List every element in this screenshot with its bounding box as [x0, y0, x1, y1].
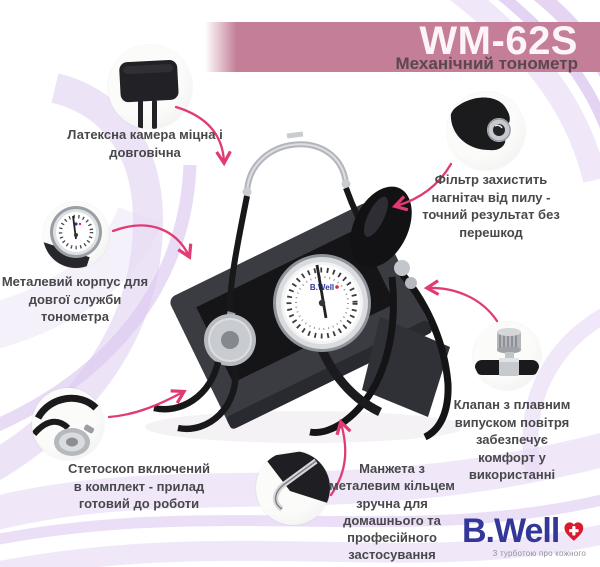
release-valve-icon [475, 328, 539, 376]
callout-photo-release-valve [473, 322, 541, 390]
gauge-needle [315, 264, 328, 319]
dust-filter-icon [450, 97, 511, 151]
callout-photo-latex-chamber [108, 45, 192, 129]
cuff-roll [362, 317, 450, 417]
callout-photo-dust-filter [447, 92, 525, 170]
callout-photo-metal-gauge [43, 202, 109, 268]
brand-tagline: З турботою про кожного [492, 549, 586, 558]
callout-photo-stethoscope [32, 388, 104, 460]
brand-logo: B.Well З турботою про кожного [462, 514, 586, 558]
feature-label-latex: Латексна камера міцна і довговічна [67, 127, 223, 160]
metal-gauge-icon [43, 206, 102, 268]
latex-chamber-icon [119, 59, 179, 129]
brand-logo-row: B.Well [462, 514, 586, 548]
product-subtitle: Механічний тонометр [395, 54, 578, 73]
chest-piece [204, 311, 256, 366]
heart-cross-icon [564, 521, 584, 541]
brand-name: B.Well [462, 512, 560, 550]
feature-label-metal-body: Металевий корпус для довгої служби тоном… [1, 274, 149, 325]
gauge-logo-dot [335, 285, 339, 289]
feature-label-valve: Клапан з плавним випуском повітря забезп… [453, 397, 571, 483]
feature-label-stethoscope: Стетоскоп включений в комплект - прилад … [68, 461, 210, 512]
product-photo: B.Well [145, 131, 460, 443]
feature-label-filter: Фільтр захистить нагнітач від пилу - точ… [422, 172, 560, 240]
stethoscope-icon [32, 394, 99, 456]
pressure-gauge: B.Well [273, 254, 371, 352]
